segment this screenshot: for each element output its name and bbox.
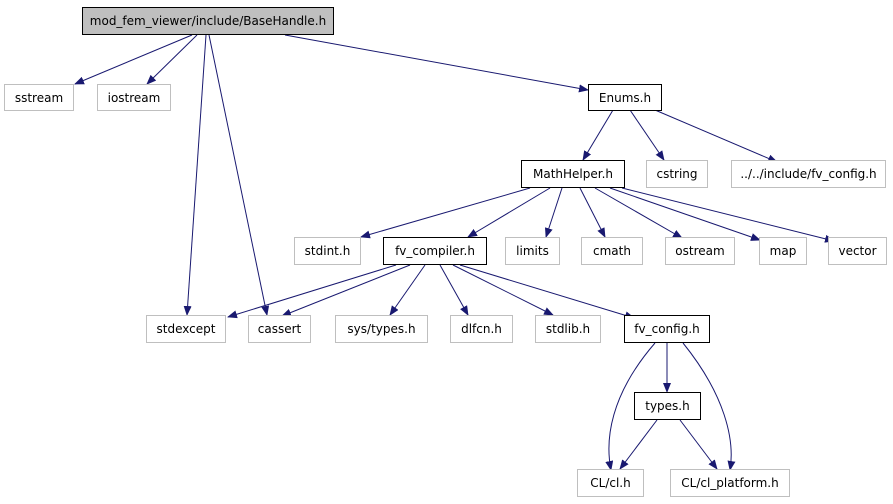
edge-fvcompiler-systypes [389,264,426,316]
node-iostream[interactable]: iostream [97,84,171,111]
edge-types-cl [619,419,658,470]
edge-mathhelper-ostream [594,187,683,239]
node-ostream[interactable]: ostream [665,237,735,265]
node-cl-cl-platform-h[interactable]: CL/cl_platform.h [670,469,790,497]
node-fv-config-h[interactable]: fv_config.h [624,315,710,343]
node-stdexcept[interactable]: stdexcept [146,315,226,343]
node-cl-cl-h[interactable]: CL/cl.h [577,469,644,497]
edge-mathhelper-cmath [579,187,606,238]
edge-root-stdexcept [183,34,207,316]
edge-fvconfig-cl [605,342,656,471]
edge-enums-mathhelper [582,109,614,161]
edge-fvcompiler-stdlib [452,264,554,316]
node-sys-types-h[interactable]: sys/types.h [335,315,428,343]
node-cmath[interactable]: cmath [581,237,643,265]
edge-root-cassert [208,34,270,316]
edge-mathhelper-vector [621,187,835,243]
node-fv-compiler-h[interactable]: fv_compiler.h [383,237,487,265]
edge-fvcompiler-stdexcept [227,264,397,319]
node-mathhelper-h[interactable]: MathHelper.h [521,160,625,188]
edge-mathhelper-stdint [360,187,531,239]
node-enums-h[interactable]: Enums.h [588,84,662,111]
edge-mathhelper-fvcompiler [467,187,551,238]
edge-mathhelper-map [609,187,761,241]
node-dlfcn-h[interactable]: dlfcn.h [450,315,513,343]
edge-root-sstream [74,34,193,85]
node-fv-config-include[interactable]: ../../include/fv_config.h [731,160,886,188]
edge-types-clplatform [679,419,718,470]
node-cassert[interactable]: cassert [248,315,311,343]
node-cstring[interactable]: cstring [646,160,708,188]
edge-root-iostream [146,34,198,85]
node-vector[interactable]: vector [828,237,887,265]
edge-mathhelper-limits [544,187,563,238]
node-stdlib-h[interactable]: stdlib.h [535,315,601,343]
edge-root-enums [284,34,589,93]
node-basehandle-h[interactable]: mod_fem_viewer/include/BaseHandle.h [82,7,334,35]
edge-enums-fvconfiginc [654,109,778,163]
edge-enums-cstring [629,109,665,161]
node-stdint-h[interactable]: stdint.h [294,237,361,265]
edge-fvcompiler-fvconfig [459,264,635,320]
node-types-h[interactable]: types.h [634,392,701,420]
node-sstream[interactable]: sstream [4,84,74,111]
edge-fvcompiler-dlfcn [439,264,469,316]
edge-fvconfig-clplatform [682,342,736,471]
node-map[interactable]: map [759,237,807,265]
edge-fvcompiler-cassert [281,264,411,317]
node-limits[interactable]: limits [505,237,560,265]
